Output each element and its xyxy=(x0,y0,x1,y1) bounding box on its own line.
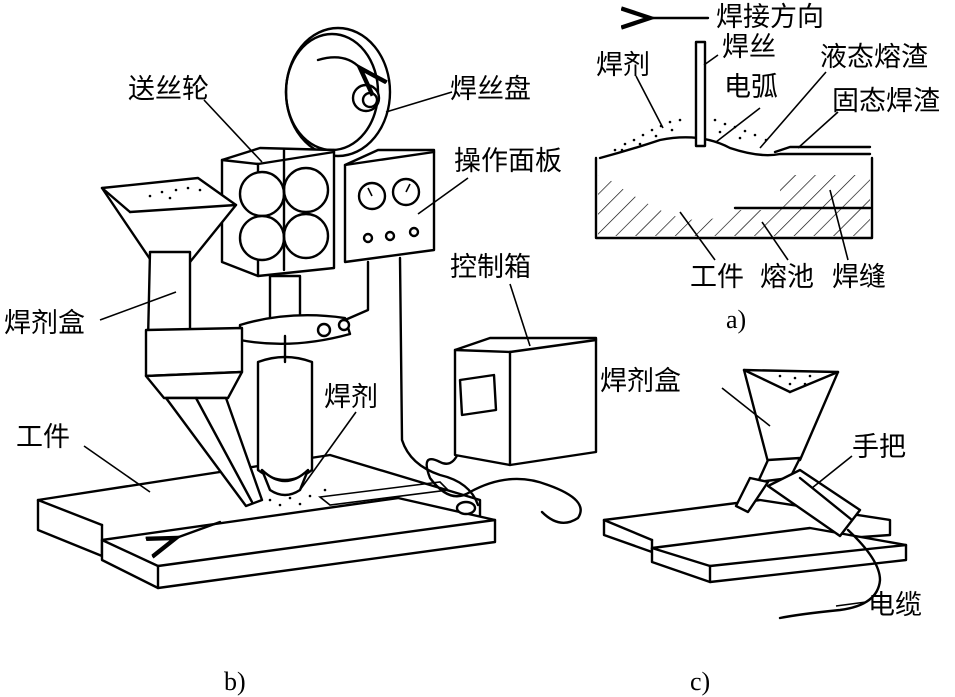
label-wire-reel: 焊丝盘 xyxy=(450,74,531,105)
nozzle xyxy=(256,355,314,482)
flux-dots-c xyxy=(778,374,812,386)
label-wire: 焊丝 xyxy=(722,32,776,63)
label-flux-b: 焊剂 xyxy=(324,382,378,413)
label-workpiece-b: 工件 xyxy=(16,422,70,453)
label-solid-slag: 固态焊渣 xyxy=(832,86,940,117)
label-direction: 焊接方向 xyxy=(716,2,824,33)
wire-electrode xyxy=(694,40,707,148)
labels: 焊接方向 焊剂 焊丝 电弧 液态熔渣 固态焊渣 工件 熔池 焊缝 a) 送丝轮 … xyxy=(4,2,940,696)
handle xyxy=(766,468,862,538)
label-flux-a: 焊剂 xyxy=(596,50,650,81)
label-flux-hopper-b: 焊剂盒 xyxy=(4,308,85,339)
clamp xyxy=(238,314,352,346)
label-control-box: 控制箱 xyxy=(450,252,531,283)
panel-a-cross-section xyxy=(594,18,874,261)
feeder-box xyxy=(220,146,336,278)
caption-c: c) xyxy=(690,667,710,696)
cable xyxy=(778,528,882,620)
weld-bead xyxy=(318,481,450,506)
label-control-panel: 操作面板 xyxy=(454,146,562,177)
travel-arrow xyxy=(176,520,222,538)
workpiece-block-a xyxy=(594,156,874,240)
caption-b: b) xyxy=(224,667,246,696)
control-panel-box xyxy=(343,148,436,264)
label-liquid-slag: 液态熔渣 xyxy=(820,42,928,73)
label-arc: 电弧 xyxy=(724,72,778,103)
label-handle: 手把 xyxy=(852,432,906,463)
control-box xyxy=(453,336,598,467)
flux-hopper-b xyxy=(100,176,238,264)
label-flux-hopper-c: 焊剂盒 xyxy=(600,366,681,397)
label-cable: 电缆 xyxy=(868,590,922,621)
label-seam: 焊缝 xyxy=(832,262,886,293)
flux-dots-b xyxy=(148,186,327,507)
label-feed-wheel: 送丝轮 xyxy=(128,74,209,105)
pool-region xyxy=(610,143,780,220)
workpiece-plate-c-front xyxy=(650,526,908,584)
solid-slag xyxy=(773,145,872,154)
panel-b-machine xyxy=(36,26,598,590)
workpiece-plate-front xyxy=(100,496,497,590)
caption-a: a) xyxy=(726,305,746,334)
panel-c-handheld xyxy=(602,368,908,620)
label-pool: 熔池 xyxy=(760,262,814,293)
label-workpiece-a: 工件 xyxy=(690,262,744,293)
